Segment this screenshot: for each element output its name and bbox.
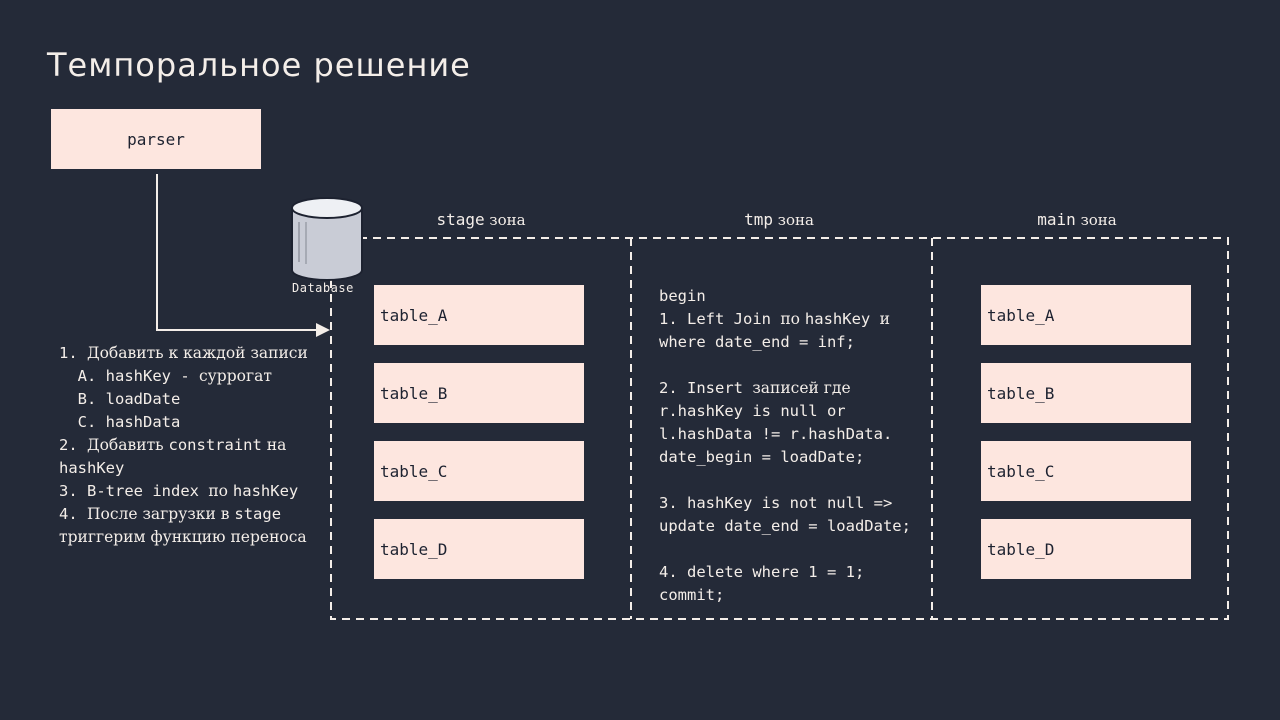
zones-frame	[330, 237, 1229, 620]
stage-table-box: table_C	[374, 441, 584, 501]
text-segment: 3. B-tree index	[59, 482, 209, 500]
text-segment: constraint	[168, 436, 262, 454]
tmp-line: where date_end = inf;	[659, 331, 934, 354]
text-segment: hashKey	[59, 459, 125, 477]
main-table-box: table_C	[981, 441, 1191, 501]
main-table-box: table_B	[981, 363, 1191, 423]
text-segment: C. hashData	[59, 413, 181, 431]
parser-arrow-head	[316, 323, 330, 337]
tmp-line: 2. Insert записей где	[659, 377, 934, 400]
database-label: Database	[292, 281, 354, 295]
text-segment: update date_end = loadDate;	[659, 517, 911, 535]
text-segment: begin	[659, 287, 706, 305]
text-segment: записей где	[752, 379, 851, 397]
text-segment: 2. Insert	[659, 379, 753, 397]
text-segment: 2.	[59, 436, 87, 454]
step-line: триггерим функцию переноса	[59, 526, 329, 549]
zone-code: main	[1037, 210, 1076, 229]
tmp-line: l.hashData != r.hashData.	[659, 423, 934, 446]
zone-code: stage	[436, 210, 485, 229]
text-segment: date_begin = loadDate;	[659, 448, 865, 466]
step-line: 2. Добавить constraint на	[59, 434, 329, 457]
text-segment: B. loadDate	[59, 390, 181, 408]
step-line: B. loadDate	[59, 388, 329, 411]
step-line: A. hashKey - суррогат	[59, 365, 329, 388]
zone-word: зона	[489, 211, 526, 229]
steps-list: 1. Добавить к каждой записи A. hashKey -…	[59, 342, 329, 549]
parser-box: parser	[51, 109, 261, 169]
parser-arrow-line	[156, 174, 318, 331]
tmp-line: 4. delete where 1 = 1;	[659, 561, 934, 584]
stage-table-box: table_D	[374, 519, 584, 579]
step-line: 1. Добавить к каждой записи	[59, 342, 329, 365]
text-segment: 3. hashKey is not null =>	[659, 494, 893, 512]
text-segment: hashKey	[232, 482, 299, 500]
tmp-line: commit;	[659, 584, 934, 607]
tmp-line: r.hashKey is null or	[659, 400, 934, 423]
text-segment: 4. delete where 1 = 1;	[659, 563, 865, 581]
tmp-line: begin	[659, 285, 934, 308]
text-segment: по	[780, 310, 805, 328]
text-segment: commit;	[659, 586, 725, 604]
zone-word: зона	[777, 211, 814, 229]
tmp-procedure-text: begin 1. Left Join по hashKey и where date…	[659, 285, 934, 607]
tmp-line	[659, 469, 934, 492]
text-segment: После загрузки в	[87, 505, 235, 523]
zone-code: tmp	[744, 210, 773, 229]
text-segment: на	[261, 436, 287, 454]
main-table-box: table_D	[981, 519, 1191, 579]
database-icon	[291, 197, 363, 281]
tmp-line	[659, 538, 934, 561]
text-segment: суррогат	[198, 367, 272, 385]
zone-header-tmp: tmp зона	[744, 210, 814, 229]
step-line: 3. B-tree index по hashKey	[59, 480, 329, 503]
text-segment: stage	[234, 505, 282, 523]
text-segment: Добавить к каждой записи	[87, 344, 308, 362]
tmp-line: date_begin = loadDate;	[659, 446, 934, 469]
step-line: 4. После загрузки в stage	[59, 503, 329, 526]
main-table-box: table_A	[981, 285, 1191, 345]
zone-header-stage: stage зона	[436, 210, 525, 229]
text-segment: 1.	[59, 344, 87, 362]
text-segment: 1. Left Join	[659, 310, 781, 328]
tmp-line: 3. hashKey is not null =>	[659, 492, 934, 515]
slide-title: Темпоральное решение	[47, 46, 471, 84]
text-segment: по	[208, 482, 233, 500]
tmp-line: update date_end = loadDate;	[659, 515, 934, 538]
zone-header-main: main зона	[1037, 210, 1116, 229]
text-segment: l.hashData != r.hashData.	[659, 425, 893, 443]
text-segment: и	[879, 310, 890, 328]
text-segment: 4.	[59, 505, 87, 523]
zone-word: зона	[1080, 211, 1117, 229]
text-segment: Добавить	[87, 436, 169, 454]
tmp-line: 1. Left Join по hashKey и	[659, 308, 934, 331]
text-segment: r.hashKey is null or	[659, 402, 846, 420]
step-line: C. hashData	[59, 411, 329, 434]
text-segment: триггерим функцию переноса	[59, 528, 307, 546]
text-segment: where date_end = inf;	[659, 333, 855, 351]
step-line: hashKey	[59, 457, 329, 480]
tmp-line	[659, 354, 934, 377]
stage-table-box: table_B	[374, 363, 584, 423]
stage-table-box: table_A	[374, 285, 584, 345]
text-segment: A. hashKey -	[59, 367, 199, 385]
text-segment: hashKey	[804, 310, 880, 328]
